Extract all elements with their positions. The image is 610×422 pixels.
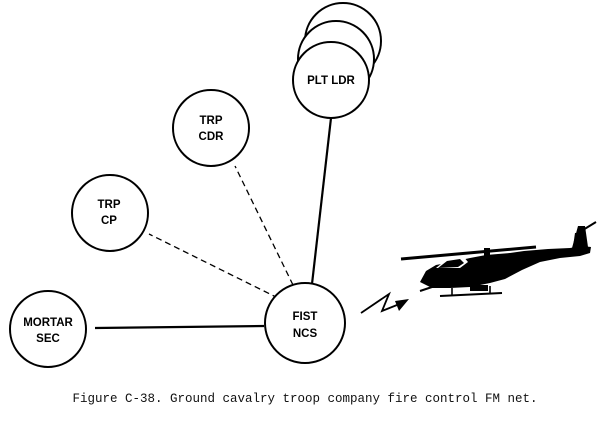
radio-lightning-icon [360, 291, 409, 314]
node-plt-ldr: PLT LDR [292, 2, 382, 119]
link-fist-trp-cp [148, 233, 279, 299]
trp-cp-label-line1: TRP [98, 199, 121, 211]
attack-helicopter-icon [400, 221, 597, 297]
node-fist-ncs: FIST NCS [264, 282, 346, 364]
node-trp-cdr: TRP CDR [172, 89, 250, 167]
link-fist-plt-ldr [310, 117, 333, 285]
fist-ncs-label-line1: FIST [293, 311, 318, 323]
node-trp-cp: TRP CP [71, 174, 149, 252]
fire-control-net-diagram: PLT LDR TRP CDR TRP CP MORTAR SEC FIST N… [9, 2, 597, 368]
mortar-sec-label-line2: SEC [36, 333, 60, 345]
trp-cdr-label-line1: TRP [200, 115, 223, 127]
figure-caption: Figure C-38. Ground cavalry troop compan… [72, 392, 538, 406]
link-fist-trp-cdr [234, 165, 294, 286]
plt-ldr-label: PLT LDR [307, 75, 355, 87]
fist-ncs-label-line2: NCS [293, 328, 318, 340]
trp-cp-label-line2: CP [101, 215, 117, 227]
link-fist-mortar-sec [94, 324, 265, 330]
node-mortar-sec: MORTAR SEC [9, 290, 87, 368]
trp-cdr-label-line2: CDR [199, 131, 225, 143]
mortar-sec-label-line1: MORTAR [23, 317, 73, 329]
